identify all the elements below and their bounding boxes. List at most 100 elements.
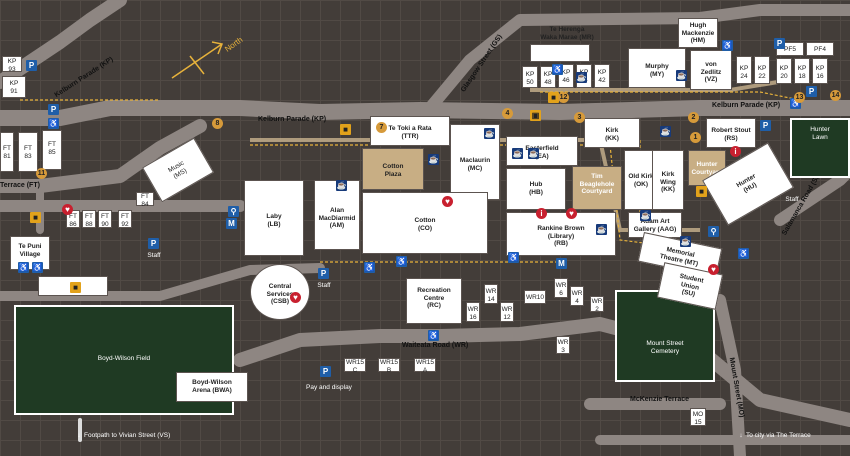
building-cd[interactable]: Cotton (CO) (362, 192, 488, 254)
building-pf4[interactable]: PF4 (806, 42, 834, 56)
building-kp91[interactable]: KP 91 (2, 76, 26, 98)
walkway-upper (530, 78, 791, 92)
building-wr6[interactable]: WR 6 (554, 278, 568, 298)
building-wr15b[interactable]: WR15 B (378, 358, 400, 374)
building-wr10[interactable]: WR10 (524, 290, 546, 304)
building-kp24[interactable]: KP 24 (736, 56, 752, 84)
road-label-kelburn-right: Kelburn Parade (KP) (712, 102, 781, 109)
parking-icon: P (318, 268, 329, 279)
shop-icon: ■ (548, 92, 559, 103)
building-ft90[interactable]: FT 90 (98, 210, 112, 228)
road-label-kelburn-main: Kelburn Parade (KP) (258, 116, 327, 123)
building-ft81[interactable]: FT 81 (0, 132, 14, 172)
building-hm[interactable]: Hugh Mackenzie (HM) (678, 18, 718, 48)
building-kp22[interactable]: KP 22 (754, 56, 770, 84)
building-mo15[interactable]: MO 15 (690, 408, 706, 426)
building-mr[interactable] (530, 44, 590, 62)
defibrillator-icon: ♥ (708, 264, 719, 275)
stop-4: 4 (502, 108, 513, 119)
label-cemetery: Mount Street Cemetery (646, 340, 684, 355)
building-wr15c[interactable]: WR15 C (344, 358, 366, 374)
building-rc[interactable]: Recreation Centre (RC) (406, 278, 462, 324)
building-kp16[interactable]: KP 16 (812, 58, 828, 84)
accessible-icon: ♿ (18, 262, 29, 273)
building-wr16[interactable]: WR 16 (466, 302, 480, 322)
parking-icon: P (26, 60, 37, 71)
shop-icon: ■ (340, 124, 351, 135)
label-marae: Te Herenga Waka Marae (MR) (540, 26, 594, 41)
cafe-icon: ☕ (512, 148, 523, 159)
building-ft84[interactable]: FT 84 (136, 192, 154, 208)
building-kk[interactable]: Kirk (KK) (584, 118, 640, 148)
building-aag[interactable]: Adam Art Gallery (AAG) (628, 212, 682, 238)
accessible-icon: ♿ (722, 40, 733, 51)
building-wr2[interactable]: WR 2 (590, 296, 604, 313)
stop-11: 11 (36, 168, 47, 179)
accessible-icon: ♿ (552, 64, 563, 75)
stop-14: 14 (830, 90, 841, 101)
cafe-icon: ☕ (660, 126, 671, 137)
building-bwa[interactable]: Boyd-Wilson Arena (BWA) (176, 372, 248, 402)
building-vz[interactable]: von Zedlitz (VZ) (690, 50, 732, 90)
shop-icon: ■ (70, 282, 81, 293)
parking-icon: P (806, 86, 817, 97)
building-my[interactable]: Murphy (MY) (628, 48, 686, 88)
label-pay-display: Pay and display (306, 384, 352, 391)
building-tpv[interactable]: Te Puni Village (10, 236, 50, 270)
label-footpath[interactable]: Footpath to Vivian Street (VS) (84, 432, 171, 439)
road-label-waiteata: Waiteata Road (WR) (402, 342, 469, 349)
green-hunter-lawn (790, 118, 850, 178)
road-label-mckenzie: McKenzie Terrace (630, 396, 690, 403)
road-label-terrace: Terrace (FT) (0, 182, 40, 189)
stop-12: 12 (558, 92, 569, 103)
parking-icon: P (48, 104, 59, 115)
cafe-icon: ☕ (428, 154, 439, 165)
building-kp93[interactable]: KP 93 (2, 56, 22, 73)
building-rs[interactable]: Robert Stout (RS) (706, 118, 756, 148)
building-wr15a[interactable]: WR15 A (414, 358, 436, 374)
accessible-icon: ♿ (48, 118, 59, 129)
building-wr4[interactable]: WR 4 (570, 286, 584, 306)
metro-icon: M (556, 258, 567, 269)
building-kp20[interactable]: KP 20 (776, 58, 792, 84)
defibrillator-icon: ♥ (442, 196, 453, 207)
cafe-icon: ☕ (484, 128, 495, 139)
building-ft83[interactable]: FT 83 (18, 132, 38, 172)
road-kelburn-main (0, 100, 850, 126)
road-terrace (0, 119, 207, 193)
building-kp42[interactable]: KP 42 (594, 64, 610, 88)
building-lb[interactable]: Laby (LB) (244, 180, 304, 256)
cafe-icon: ☕ (336, 180, 347, 191)
bicycle-icon: ⚲ (708, 226, 719, 237)
building-kp18[interactable]: KP 18 (794, 58, 810, 84)
bus-icon: ▣ (530, 110, 541, 121)
label-staff: Staff (785, 196, 799, 203)
stop-13: 13 (794, 92, 805, 103)
route-upper (540, 91, 801, 101)
building-wr3[interactable]: WR 3 (556, 336, 570, 354)
building-am[interactable]: Alan MacDiarmid (AM) (314, 180, 360, 250)
building-ft85[interactable]: FT 85 (42, 130, 62, 170)
building-hb[interactable]: Hub (HB) (506, 168, 566, 210)
cafe-icon: ☕ (680, 236, 691, 247)
stop-8: 8 (212, 118, 223, 129)
building-cotton-plaza[interactable]: Cotton Plaza (362, 148, 424, 190)
building-wr14[interactable]: WR 14 (484, 284, 498, 304)
building-ft88[interactable]: FT 88 (82, 210, 96, 228)
building-wr12[interactable]: WR 12 (500, 302, 514, 322)
stop-7: 7 (376, 122, 387, 133)
to-city-arrow-icon: ↓ (739, 432, 743, 439)
stop-3: 3 (574, 112, 585, 123)
defibrillator-icon: ♥ (62, 204, 73, 215)
accessible-icon: ♿ (396, 256, 407, 267)
building-kp50[interactable]: KP 50 (522, 66, 538, 88)
label-staff: Staff (147, 252, 161, 259)
label-to-city[interactable]: To city via The Terrace (746, 432, 811, 439)
building-ft92[interactable]: FT 92 (118, 210, 132, 228)
cafe-icon: ☕ (596, 224, 607, 235)
parking-icon: P (760, 120, 771, 131)
cafe-icon: ☕ (528, 148, 539, 159)
building-csb[interactable]: Central Services (CSB) (250, 264, 310, 320)
building-beaglehole[interactable]: Tim Beaglehole Courtyard (572, 166, 622, 210)
building-kirkwing[interactable]: Kirk Wing (KK) (652, 150, 684, 210)
